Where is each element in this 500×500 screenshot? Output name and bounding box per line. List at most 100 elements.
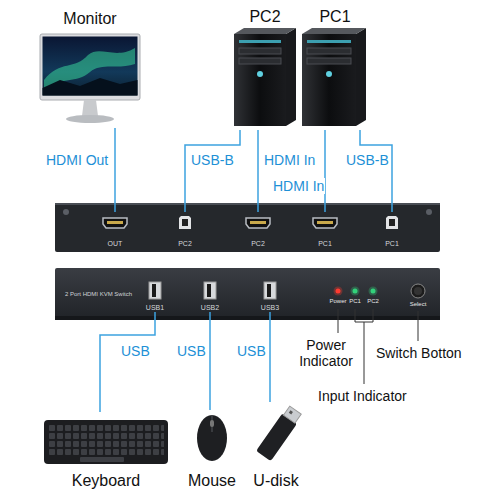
mouse-device: Mouse [185, 410, 240, 490]
scroll-wheel [210, 420, 214, 427]
tower-side [356, 28, 366, 126]
mouse-body [197, 415, 227, 461]
back-panel-edge [55, 203, 440, 205]
usb-b-socket [389, 219, 395, 226]
hdmi-pins [250, 221, 266, 224]
leader-line [338, 309, 339, 333]
hdmi-pins [317, 221, 333, 224]
keyboard-figure [44, 420, 168, 464]
tower-top [234, 28, 296, 34]
button-label: Select [410, 301, 427, 308]
usb-a-socket [207, 284, 211, 297]
device-label: Mouse [188, 472, 236, 490]
device-label: PC2 [249, 8, 280, 26]
tower-front [234, 34, 286, 126]
cable-label: USB-B [345, 152, 390, 168]
cable-label: USB [176, 343, 207, 359]
pc-tower-figure [302, 28, 366, 126]
cable-line [269, 312, 271, 402]
indicator-label: PC1 [349, 298, 361, 305]
hdmi-port: OUT [100, 212, 130, 248]
mouse-figure [197, 415, 227, 461]
keyboard-body [44, 420, 168, 464]
power-light [257, 71, 263, 77]
callout-label: Input Indicator [318, 388, 407, 404]
port-label: PC2 [251, 240, 265, 248]
tower-top [302, 28, 366, 34]
drive-bay [307, 58, 351, 64]
usb-disk-device: U-disk [245, 402, 307, 490]
cable-label: HDMI Out [45, 152, 109, 168]
cable-label: HDMI In [263, 152, 316, 168]
monitor-stand [82, 100, 98, 116]
landscape [43, 78, 138, 96]
front-panel-body [55, 268, 440, 320]
usb-a-port: USB3 [256, 278, 284, 312]
port-label: USB1 [146, 304, 164, 312]
port-label: USB2 [201, 304, 219, 312]
keyboard-device: Keyboard [40, 412, 172, 490]
front-panel-base [55, 316, 440, 320]
usb-b-port-shape [179, 216, 191, 229]
cable-label: USB [120, 343, 151, 359]
pc-device: PC2 [231, 8, 299, 130]
port-label: PC1 [318, 240, 332, 248]
usb-disk-plug [283, 406, 301, 423]
select-button-cap [414, 287, 422, 295]
drive-bay [239, 48, 281, 54]
usb-a-port-shape [264, 282, 276, 299]
tower-front [302, 34, 356, 126]
select-button [411, 284, 425, 298]
device-label: PC1 [319, 8, 350, 26]
callout-label: Switch Botton [376, 345, 462, 361]
monitor-bezel [40, 34, 140, 100]
hdmi-port-shape [246, 218, 270, 228]
hdmi-pins [107, 221, 123, 224]
hdmi-port-shape [103, 218, 127, 228]
usb-a-port: USB1 [141, 278, 169, 312]
cable-line [100, 312, 155, 412]
usb-b-socket [182, 219, 188, 226]
kvm-front-panel: 2 Port HDMI KVM SwitchUSB1USB2USB3 [55, 268, 440, 320]
usb-a-port-shape [149, 282, 161, 299]
cable-label: USB [236, 343, 267, 359]
screw [63, 209, 69, 215]
pc-tower-figure [234, 28, 296, 126]
input-led [371, 289, 376, 294]
usb-b-port: PC2 [170, 212, 200, 248]
leader-line [355, 309, 373, 384]
cable-line [360, 130, 392, 212]
port-label: USB3 [261, 304, 279, 312]
usb-b-port-shape [386, 216, 398, 229]
led-glow [369, 287, 378, 296]
tower-accent [239, 40, 281, 43]
usb-a-socket [267, 284, 271, 297]
back-panel-body [55, 203, 440, 252]
indicator-label: PC2 [367, 298, 379, 305]
back-panel [55, 203, 440, 252]
usb-disk-contact [289, 410, 293, 414]
device-label: Monitor [63, 10, 116, 28]
monitor-figure [40, 34, 140, 123]
cable-line [209, 312, 211, 410]
hdmi-port: PC1 [310, 212, 340, 248]
port-label: OUT [108, 240, 123, 248]
led-glow [334, 287, 343, 296]
power-light [326, 71, 332, 77]
hdmi-port: PC2 [243, 212, 273, 248]
drive-bay [239, 58, 281, 64]
led-glow [351, 287, 360, 296]
cable-line [324, 130, 326, 212]
keyboard-keys [48, 424, 164, 456]
space-bar [80, 457, 124, 462]
usb-b-port: PC1 [377, 212, 407, 248]
drive-bay [307, 48, 351, 54]
port-label: PC2 [178, 240, 192, 248]
device-label: Keyboard [72, 472, 141, 490]
input-led [353, 289, 358, 294]
pc-device: PC1 [300, 8, 370, 130]
cable-line [114, 128, 116, 212]
